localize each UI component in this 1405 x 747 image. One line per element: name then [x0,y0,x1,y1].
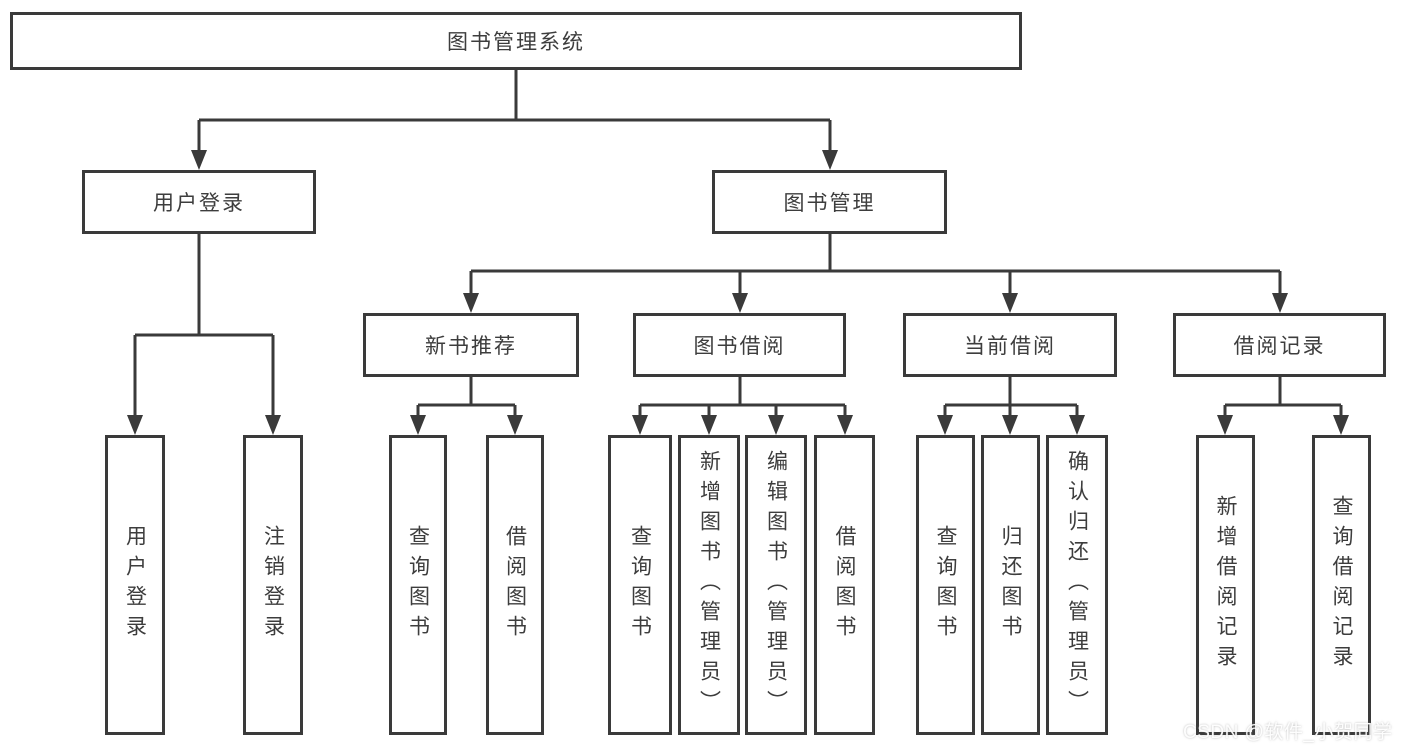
node-book-management: 图书管理 [712,170,947,234]
leaf-logout-label: 注销登录 [261,525,285,645]
leaf-add-book-admin-label: 新增图书（管理员） [697,450,721,720]
leaf-logout: 注销登录 [243,435,303,735]
node-new-book-recommend-label: 新书推荐 [425,335,517,358]
node-borrow-records-label: 借阅记录 [1233,335,1326,358]
leaf-query-book-2: 查询图书 [608,435,672,735]
leaf-edit-book-admin: 编辑图书（管理员） [745,435,807,735]
node-current-borrow: 当前借阅 [903,313,1117,377]
leaf-confirm-return-admin-label: 确认归还（管理员） [1065,450,1089,720]
node-current-borrow-label: 当前借阅 [964,335,1056,358]
leaf-query-book-1-label: 查询图书 [406,525,430,645]
leaf-borrow-book-1-label: 借阅图书 [503,525,527,645]
leaf-query-book-3-label: 查询图书 [934,525,957,645]
node-book-management-label: 图书管理 [783,192,876,215]
node-book-borrow-label: 图书借阅 [693,335,786,358]
leaf-user-login: 用户登录 [105,435,165,735]
leaf-add-borrow-record: 新增借阅记录 [1196,435,1255,735]
node-user-login: 用户登录 [82,170,316,234]
node-user-login-label: 用户登录 [153,192,245,215]
leaf-add-borrow-record-label: 新增借阅记录 [1214,495,1237,675]
leaf-query-book-1: 查询图书 [389,435,447,735]
node-new-book-recommend: 新书推荐 [363,313,579,377]
node-borrow-records: 借阅记录 [1173,313,1386,377]
leaf-borrow-book-2-label: 借阅图书 [833,525,856,645]
leaf-borrow-book-1: 借阅图书 [486,435,544,735]
leaf-query-borrow-record-label: 查询借阅记录 [1330,495,1353,675]
leaf-query-book-2-label: 查询图书 [628,525,652,645]
node-root-label: 图书管理系统 [447,31,585,54]
arrowheads [127,150,1349,435]
leaf-return-book-label: 归还图书 [999,525,1022,645]
leaf-add-book-admin: 新增图书（管理员） [678,435,740,735]
csdn-watermark: CSDN @软件_小贺同学 [1183,722,1393,743]
leaf-user-login-label: 用户登录 [123,525,147,645]
leaf-edit-book-admin-label: 编辑图书（管理员） [764,450,788,720]
leaf-return-book: 归还图书 [981,435,1040,735]
node-book-borrow: 图书借阅 [633,313,846,377]
leaf-confirm-return-admin: 确认归还（管理员） [1046,435,1108,735]
leaf-borrow-book-2: 借阅图书 [814,435,875,735]
leaf-query-book-3: 查询图书 [916,435,975,735]
node-root: 图书管理系统 [10,12,1022,70]
leaf-query-borrow-record: 查询借阅记录 [1312,435,1371,735]
